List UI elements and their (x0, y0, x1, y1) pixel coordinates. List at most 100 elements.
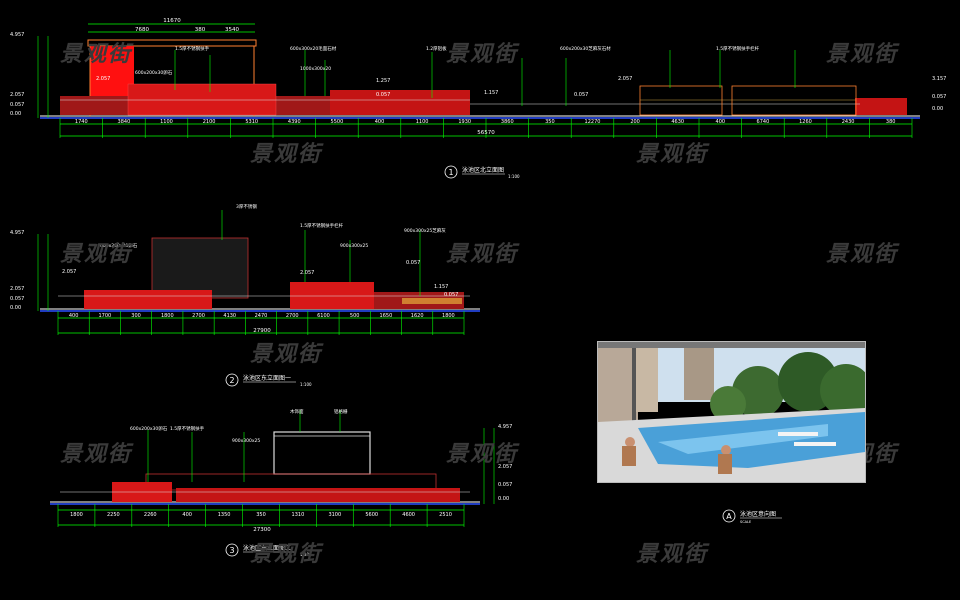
watermark-3: 景观街 (826, 42, 899, 67)
e2-title-number: 2 (229, 376, 234, 385)
e1-note-6: 1.5厚不锈钢扶手栏杆 (716, 45, 760, 52)
e1-level-markers-left: 4.957 2.057 0.057 0.00 (10, 32, 24, 117)
e3-dim-3: 400 (182, 512, 192, 518)
e3-total-dim: 27300 (253, 527, 271, 533)
e1-note-0: 600x200x30卵石 (135, 69, 173, 76)
e2-dim-0: 400 (69, 313, 79, 319)
e1-dim-12: 12270 (585, 119, 601, 125)
e2-note-0: 3厚不锈钢 (236, 203, 257, 210)
svg-text:0.057: 0.057 (10, 296, 24, 302)
e3-note-1: 1.5厚不锈钢扶手 (170, 425, 205, 432)
e1-title: 泳池区北立面图 (462, 166, 504, 174)
svg-text:0.00: 0.00 (10, 111, 21, 117)
e2-dim-5: 4130 (223, 313, 236, 319)
e1-dim-18: 2430 (842, 119, 855, 125)
e1-title-number: 1 (448, 168, 453, 177)
svg-text:2.057: 2.057 (96, 76, 110, 82)
e1-dim-14: 4630 (671, 119, 684, 125)
photo-caption: A 泳池区意向图 SCALE (722, 509, 782, 524)
e1-dim-16: 6740 (757, 119, 770, 125)
svg-text:2.057: 2.057 (62, 269, 76, 275)
watermark-4: 景观街 (250, 142, 323, 167)
watermark-13: 景观街 (250, 542, 323, 567)
e2-dim-11: 1620 (411, 313, 424, 319)
photo-label: A (726, 512, 732, 521)
svg-text:4.957: 4.957 (498, 424, 512, 430)
e1-dim-1: 3840 (118, 119, 131, 125)
e3-dim-4: 1350 (218, 512, 231, 518)
e3-dim-2: 2260 (144, 512, 157, 518)
e2-note-2: 900x300x25 (340, 243, 368, 249)
e3-note-2: 900x300x25 (232, 438, 260, 444)
e1-dim-2: 1100 (160, 119, 173, 125)
svg-text:0.057: 0.057 (444, 292, 458, 298)
svg-text:0.057: 0.057 (10, 102, 24, 108)
e3-dim-7: 3100 (328, 512, 341, 518)
e2-dim-8: 6100 (317, 313, 330, 319)
e2-note-4: 900x300x25芝麻灰 (404, 227, 446, 234)
e2-red-bricks-right (290, 282, 374, 309)
e3-note-4: 铝格栅 (334, 408, 348, 415)
svg-text:0.00: 0.00 (10, 305, 21, 311)
svg-text:0.057: 0.057 (574, 92, 588, 98)
e2-dim-9: 500 (350, 313, 360, 319)
e2-level-markers-inline: 2.057 2.057 0.057 1.157 0.057 (62, 260, 458, 298)
pool-reference-photo (597, 341, 866, 483)
e3-dim-5: 350 (256, 512, 266, 518)
e1-dim-13: 200 (630, 119, 640, 125)
e1-cabana-right (731, 85, 857, 116)
watermark-7: 景观街 (446, 242, 519, 267)
svg-text:1.157: 1.157 (484, 90, 498, 96)
e3-dim-8: 5600 (365, 512, 378, 518)
e1-pavilion-frame (87, 39, 257, 47)
e1-red-bricks (127, 83, 277, 116)
watermark-14: 景观街 (636, 542, 709, 567)
e1-top-dim-3: 3540 (225, 27, 239, 33)
e2-dim-7: 2700 (286, 313, 299, 319)
watermark-9: 景观街 (250, 342, 323, 367)
svg-text:0.057: 0.057 (406, 260, 420, 266)
elevation-1: 11670 7680 380 3540 600x200x30卵石 1.5厚不锈钢… (10, 18, 946, 179)
e1-note-3: 1000x300x20 (300, 66, 331, 72)
svg-text:0.057: 0.057 (498, 482, 512, 488)
svg-text:4.957: 4.957 (10, 230, 24, 236)
e1-dim-8: 1100 (416, 119, 429, 125)
e1-level-markers-inline: 2.057 1.257 0.057 1.157 0.057 2.057 (96, 76, 632, 98)
svg-text:0.057: 0.057 (932, 94, 946, 100)
e1-dim-0: 1740 (75, 119, 88, 125)
watermark-8: 景观街 (826, 242, 899, 267)
watermark-11: 景观街 (446, 442, 519, 467)
e2-dim-4: 2700 (192, 313, 205, 319)
e3-dim-0: 1800 (70, 512, 83, 518)
photo-title: 泳池区意向图 (740, 510, 776, 518)
svg-text:2.057: 2.057 (10, 286, 24, 292)
e3-note-0: 600x200x30卵石 (130, 425, 168, 432)
e1-dim-15: 400 (716, 119, 726, 125)
e2-note-3: 1.5厚不锈钢扶手栏杆 (300, 222, 344, 229)
watermark-6: 景观街 (60, 242, 133, 267)
e3-note-3: 木饰面 (290, 408, 304, 415)
svg-text:0.00: 0.00 (932, 106, 943, 112)
svg-text:0.057: 0.057 (376, 92, 390, 98)
e1-red-wall (90, 46, 134, 102)
e1-dim-9: 1930 (458, 119, 471, 125)
e3-title: 泳池区东立面图二 (243, 544, 291, 552)
photo-subtitle: SCALE (740, 520, 751, 524)
e2-dim-1: 1700 (98, 313, 111, 319)
svg-text:1.157: 1.157 (434, 284, 448, 290)
e1-note-4: 1.2厚铝板 (426, 45, 447, 52)
svg-text:2.057: 2.057 (300, 270, 314, 276)
e3-level-markers-right: 4.957 2.057 0.057 0.00 (498, 424, 512, 502)
e1-dim-4: 5310 (245, 119, 258, 125)
e3-red-bricks-right (176, 488, 460, 502)
e2-dim-6: 2470 (255, 313, 268, 319)
e1-top-dim-1: 7680 (135, 27, 149, 33)
e2-level-markers-left: 4.957 2.057 0.057 0.00 (10, 230, 24, 311)
e1-top-dim-2: 380 (195, 27, 206, 33)
svg-text:1.257: 1.257 (376, 78, 390, 84)
e1-dim-11: 350 (545, 119, 555, 125)
e1-dim-10: 3860 (501, 119, 514, 125)
e2-dim-3: 1800 (161, 313, 174, 319)
e1-dim-5: 4390 (288, 119, 301, 125)
e2-total-dim: 27900 (253, 328, 271, 334)
